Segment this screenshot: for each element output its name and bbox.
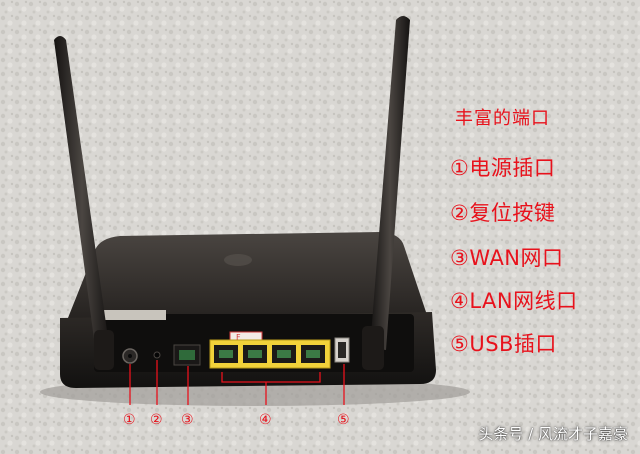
legend-item-number: ③ — [450, 246, 470, 270]
legend-item-wan: ③WAN网口 — [450, 242, 564, 272]
legend-item-label: 复位按键 — [469, 201, 556, 225]
legend-item-reset: ②复位按键 — [450, 197, 555, 227]
lan-ports — [209, 339, 331, 369]
legend-item-number: ① — [450, 156, 470, 180]
callout-3: ③ — [181, 412, 194, 428]
callout-1: ① — [123, 412, 136, 428]
legend-title: 丰富的端口 — [455, 108, 550, 129]
router-logo — [224, 254, 252, 266]
reset-hole — [153, 351, 161, 359]
sticker-text: F — [236, 333, 241, 342]
legend-item-power: ①电源插口 — [450, 152, 555, 182]
legend-item-number: ④ — [450, 289, 470, 313]
legend-item-number: ⑤ — [450, 332, 470, 356]
legend-item-usb: ⑤USB插口 — [450, 328, 557, 358]
legend-item-label: 电源插口 — [469, 156, 556, 180]
serial-label — [100, 310, 166, 320]
right-antenna — [362, 16, 410, 370]
legend-item-number: ② — [450, 201, 470, 225]
callout-5: ⑤ — [337, 412, 350, 428]
legend-item-label: USB插口 — [469, 332, 557, 356]
callout-4: ④ — [259, 412, 272, 428]
left-antenna — [54, 36, 114, 370]
watermark: 头条号 / 风流才子嘉豪 — [478, 425, 628, 443]
callout-2: ② — [150, 412, 163, 428]
legend-item-lan: ④LAN网线口 — [450, 285, 578, 315]
legend-item-label: LAN网线口 — [469, 289, 578, 313]
legend-item-label: WAN网口 — [469, 246, 564, 270]
